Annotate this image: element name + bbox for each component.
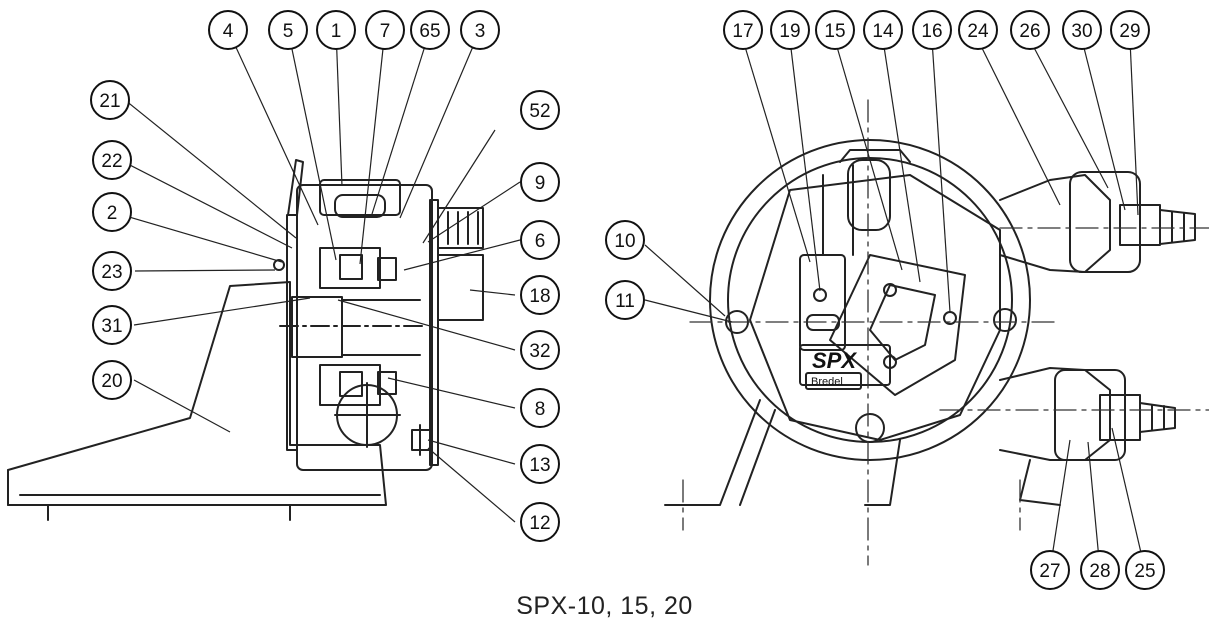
callout-number: 32 [529, 341, 550, 362]
callout-front-24: 24 [958, 10, 998, 50]
callout-number: 2 [107, 203, 118, 224]
callout-number: 27 [1039, 561, 1060, 582]
callout-number: 31 [101, 316, 122, 337]
callout-number: 18 [529, 286, 550, 307]
side-view-drawing [7, 159, 484, 521]
callout-number: 24 [967, 21, 989, 42]
callout-number: 28 [1089, 561, 1110, 582]
callout-number: 23 [101, 262, 122, 283]
callout-number: 4 [223, 21, 234, 42]
callout-front-28: 28 [1080, 550, 1120, 590]
callout-number: 29 [1119, 21, 1140, 42]
callout-number: 5 [283, 21, 294, 42]
callout-front-19: 19 [770, 10, 810, 50]
callout-number: 7 [380, 21, 391, 42]
callout-number: 14 [872, 21, 894, 42]
callout-side-7: 7 [365, 10, 405, 50]
callout-side-3: 3 [460, 10, 500, 50]
spx-logo: SPX [812, 348, 857, 373]
front-center-lines [682, 99, 1209, 566]
callout-number: 22 [101, 151, 122, 172]
callout-side-4: 4 [208, 10, 248, 50]
callout-side-32: 32 [520, 330, 560, 370]
callout-number: 6 [535, 231, 546, 252]
callout-number: 26 [1019, 21, 1040, 42]
bredel-brand: Bredel [811, 376, 843, 388]
callout-number: 15 [824, 21, 845, 42]
callout-front-10: 10 [605, 220, 645, 260]
callout-number: 12 [529, 513, 550, 534]
callout-number: 65 [419, 21, 440, 42]
callout-number: 17 [732, 21, 753, 42]
callout-number: 8 [535, 399, 546, 420]
front-view-drawing [664, 139, 1196, 506]
callout-side-8: 8 [520, 388, 560, 428]
callout-number: 21 [99, 91, 120, 112]
callout-front-26: 26 [1010, 10, 1050, 50]
callout-front-17: 17 [723, 10, 763, 50]
callout-front-30: 30 [1062, 10, 1102, 50]
callout-number: 11 [615, 291, 635, 312]
callout-front-27: 27 [1030, 550, 1070, 590]
callout-number: 13 [529, 455, 550, 476]
callout-number: 25 [1134, 561, 1155, 582]
callout-front-29: 29 [1110, 10, 1150, 50]
callout-side-18: 18 [520, 275, 560, 315]
callout-number: 10 [614, 231, 635, 252]
callout-side-23: 23 [92, 251, 132, 291]
callout-number: 9 [535, 173, 546, 194]
callout-side-20: 20 [92, 360, 132, 400]
callout-side-9: 9 [520, 162, 560, 202]
callout-side-5: 5 [268, 10, 308, 50]
callout-front-14: 14 [863, 10, 903, 50]
callout-number: 1 [331, 21, 342, 42]
callout-front-25: 25 [1125, 550, 1165, 590]
callout-side-22: 22 [92, 140, 132, 180]
callout-number: 30 [1071, 21, 1092, 42]
callout-side-2: 2 [92, 192, 132, 232]
callout-side-21: 21 [90, 80, 130, 120]
callout-side-52: 52 [520, 90, 560, 130]
callout-number: 3 [475, 21, 486, 42]
callout-side-13: 13 [520, 444, 560, 484]
callout-side-12: 12 [520, 502, 560, 542]
callout-front-15: 15 [815, 10, 855, 50]
callout-front-16: 16 [912, 10, 952, 50]
leader-lines [111, 29, 1146, 571]
callout-number: 52 [529, 101, 550, 122]
callout-number: 16 [921, 21, 942, 42]
callout-side-31: 31 [92, 305, 132, 345]
callout-number: 20 [101, 371, 122, 392]
callout-side-65: 65 [410, 10, 450, 50]
callout-number: 19 [779, 21, 800, 42]
callout-side-6: 6 [520, 220, 560, 260]
callout-side-1: 1 [316, 10, 356, 50]
callout-front-11: 11 [605, 280, 645, 320]
diagram-caption: SPX-10, 15, 20 [516, 592, 693, 620]
